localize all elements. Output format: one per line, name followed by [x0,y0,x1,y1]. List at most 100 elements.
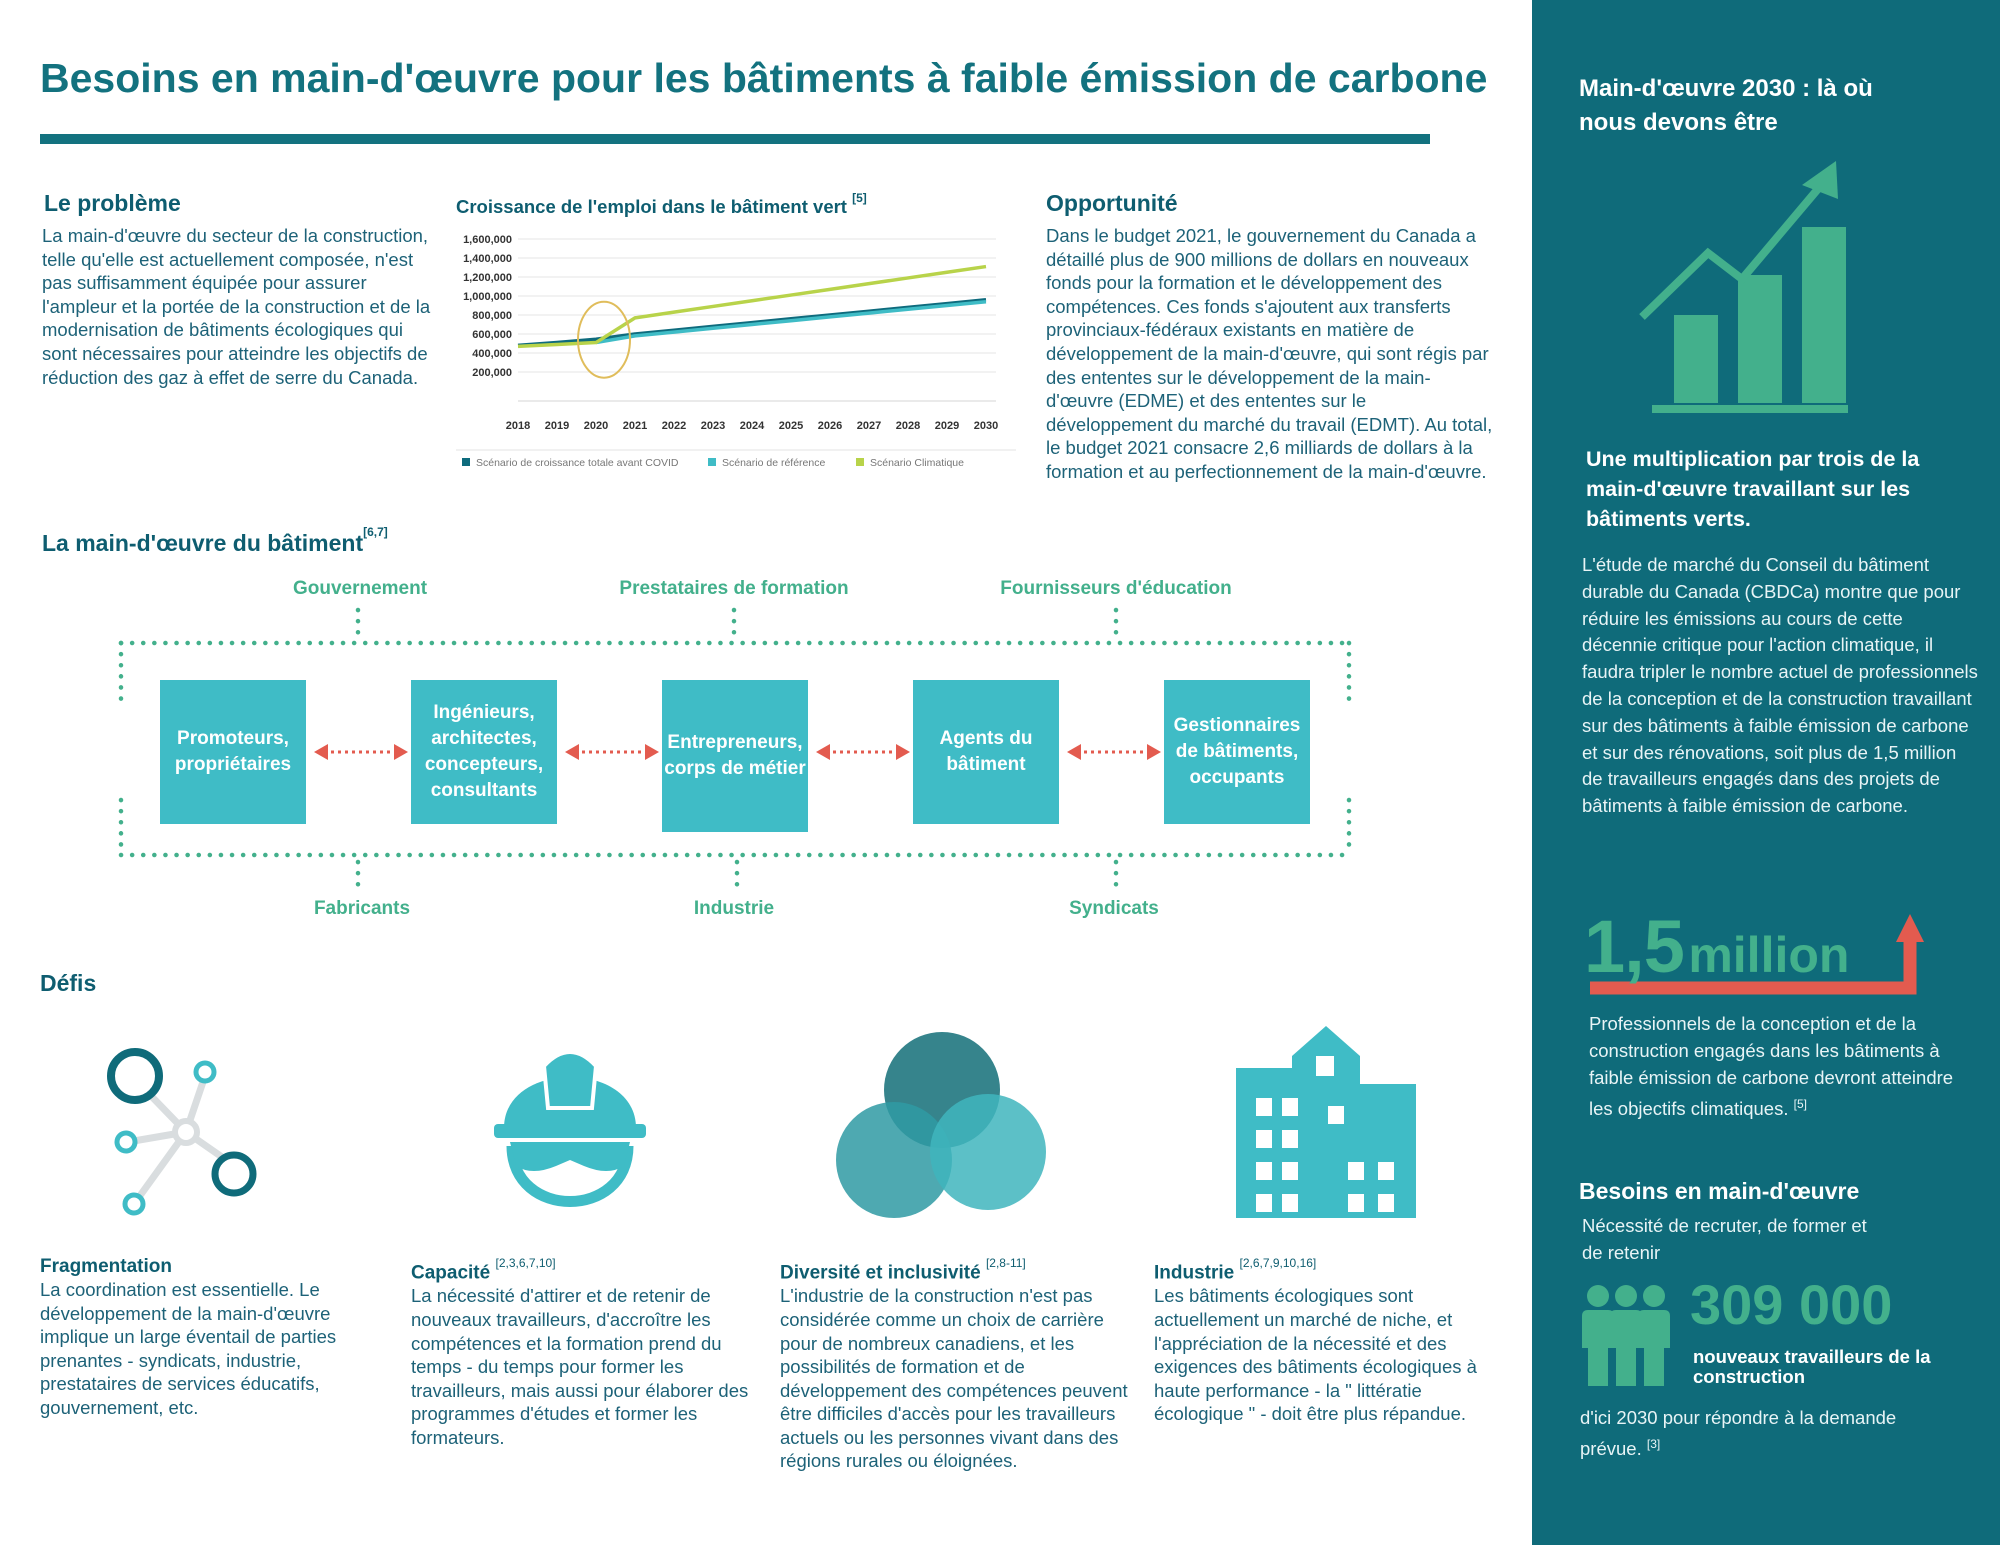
defi-title: Diversité et inclusivité [780,1262,981,1284]
needs-footer-ref: [3] [1646,1437,1661,1451]
role-agents-batiment: Agents du bâtiment [913,680,1059,824]
line-chart: 1,600,000 1,400,000 1,200,000 1,000,000 800,… [456,234,1016,469]
role-gestionnaires: Gestionnaires de bâtiments, occupants [1164,680,1310,824]
defi-ref: [2,8-11] [985,1256,1026,1270]
red-corner-arrow-icon [1590,914,1924,995]
page-title: Besoins en main-d'œuvre pour les bâtimen… [40,55,1488,101]
stakeholder-fabricants: Fabricants [313,898,411,919]
chart-x-ticks: 2018 2019 2020 2021 2022 2023 2024 2025 2026 2027… [506,420,998,432]
workforce-title: La main-d'œuvre du bâtiment[6,7] [42,525,388,557]
building-icon [1236,1026,1416,1218]
x-tick-label: 2026 [818,420,842,432]
stakeholder-fournisseurs-education: Fournisseurs d'éducation [1000,578,1232,599]
double-arrow-icon [314,744,408,760]
y-tick-label: 600,000 [472,329,512,341]
probleme-text: La main-d'œuvre du secteur de la constru… [42,225,431,388]
x-tick-label: 2028 [896,420,920,432]
defi-text: La nécessité d'attirer et de retenir de … [411,1285,749,1448]
x-tick-label: 2023 [701,420,725,432]
legend-swatch [708,458,716,466]
workforce-diagram-frame [118,607,1352,893]
defis-title: Défis [40,970,97,996]
chart-title-text: Croissance de l'emploi dans le bâtiment … [456,196,847,218]
chart-y-ticks: 1,600,000 1,400,000 1,200,000 1,000,000 800,… [463,234,512,379]
defi-title-row: Industrie [2,6,7,9,10,16] [1154,1256,1504,1284]
legend-swatch [856,458,864,466]
probleme-title: Le problème [44,190,181,216]
y-tick-label: 200,000 [472,367,512,379]
sidebar [1532,0,2000,1545]
needs-number: 309 000 [1690,1273,1893,1336]
big-number: 1,5 million [1584,904,1849,989]
venn-diagram-icon [836,1032,1046,1218]
role-arrows [314,744,1161,760]
x-tick-label: 2022 [662,420,686,432]
y-tick-label: 800,000 [472,310,512,322]
role-ingenieurs: Ingénieurs, architectes, concepteurs, co… [411,680,557,824]
defi-title-row: Capacité [2,3,6,7,10] [411,1256,751,1284]
x-tick-label: 2020 [584,420,608,432]
workforce-ref: [6,7] [363,525,388,540]
defi-ref: [2,3,6,7,10] [495,1256,556,1270]
sidebar-text: L'étude de marché du Conseil du bâtiment… [1582,554,1978,817]
y-tick-label: 1,200,000 [463,272,512,284]
highlight-ellipse [577,300,631,379]
double-arrow-icon [565,744,659,760]
defi-diversite: Diversité et inclusivité [2,8-11] L'indu… [780,1256,1130,1473]
stakeholder-prestataires-formation: Prestataires de formation [619,578,849,599]
needs-title: Besoins en main-d'œuvre [1579,1178,1860,1204]
defi-industrie: Industrie [2,6,7,9,10,16] Les bâtiments … [1154,1256,1504,1426]
needs-subtitle: Nécessité de recruter, de former et de r… [1582,1215,1867,1263]
stakeholder-industrie: Industrie [693,898,775,919]
x-tick-label: 2021 [623,420,647,432]
series-line [595,299,987,345]
x-tick-label: 2027 [857,420,881,432]
defi-capacite: Capacité [2,3,6,7,10] La nécessité d'att… [411,1256,751,1449]
title-rule [40,134,1430,144]
chart-highlight [577,300,631,379]
legend-label: Scénario Climatique [870,457,964,469]
x-tick-label: 2025 [779,420,803,432]
y-tick-label: 1,600,000 [463,234,512,246]
defi-title: Fragmentation [40,1256,172,1277]
legend-swatch [462,458,470,466]
needs-footer: d'ici 2030 pour répondre à la demande pr… [1580,1404,1900,1462]
chart-title: Croissance de l'emploi dans le bâtiment … [456,191,867,218]
opportunite-title: Opportunité [1046,190,1178,216]
hard-hat-worker-icon [494,1050,646,1207]
big-caption: Professionnels de la conception et de la… [1589,1011,1979,1123]
big-number-unit: million [1688,927,1850,983]
x-tick-label: 2024 [740,420,765,432]
x-tick-label: 2030 [974,420,998,432]
x-tick-label: 2029 [935,420,959,432]
sidebar-heading: Main-d'œuvre 2030 : là où nous devons êt… [1579,75,1873,136]
y-tick-label: 1,000,000 [463,291,512,303]
chart-legend: Scénario de croissance totale avant COVI… [462,457,964,469]
big-caption-ref: [5] [1793,1097,1807,1112]
x-tick-label: 2019 [545,420,569,432]
series-line [517,298,987,348]
growth-chart-icon [1639,161,1848,413]
y-tick-label: 400,000 [472,348,512,360]
opportunite-text: Dans le budget 2021, le gouvernement du … [1046,225,1493,482]
legend-label: Scénario de référence [722,457,825,469]
defi-text: La coordination est essentielle. Le déve… [40,1279,337,1418]
legend-label: Scénario de croissance totale avant COVI… [476,457,679,469]
defi-text: L'industrie de la construction n'est pas… [780,1285,1128,1472]
big-caption-text: Professionnels de la conception et de la… [1589,1013,1954,1120]
double-arrow-icon [816,744,910,760]
defi-ref: [2,6,7,9,10,16] [1239,1256,1317,1270]
workforce-title-text: La main-d'œuvre du bâtiment [42,530,364,556]
x-tick-label: 2018 [506,420,530,432]
role-promoteurs: Promoteurs, propriétaires [160,680,306,824]
needs-footer-text: d'ici 2030 pour répondre à la demande pr… [1580,1407,1897,1460]
double-arrow-icon [1067,744,1161,760]
network-icon [107,1048,257,1216]
y-tick-label: 1,400,000 [463,253,512,265]
people-group-icon [1582,1285,1670,1386]
series-line [517,264,987,349]
needs-label: nouveaux travailleurs de la construction [1693,1346,1931,1387]
stakeholder-syndicats: Syndicats [1069,898,1159,919]
chart-series [517,264,987,349]
chart-grid [518,238,996,402]
